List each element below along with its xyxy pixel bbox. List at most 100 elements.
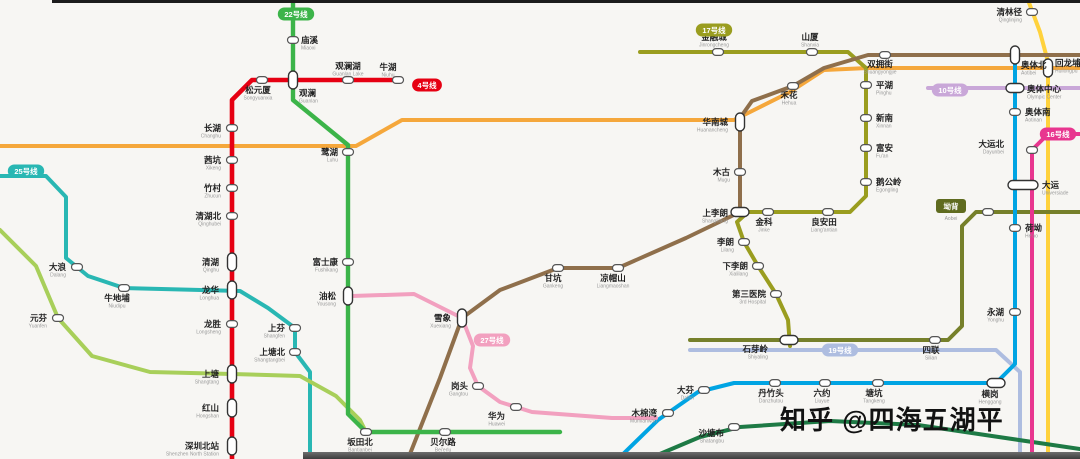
station-Huilongpu[interactable] — [1042, 58, 1054, 78]
station-Aotibei[interactable] — [1009, 45, 1021, 65]
station-Luhu[interactable] — [341, 148, 355, 157]
station-Songyuanxia[interactable] — [255, 75, 269, 84]
line-number-badge-line4 — [412, 78, 442, 92]
station-Yousong[interactable] — [342, 286, 354, 306]
line-number-badge-label: 25号线 — [14, 166, 38, 176]
station-Longsheng[interactable] — [225, 320, 239, 329]
station-Lilang[interactable] — [737, 238, 751, 247]
station-sublabel: Pinghu — [876, 90, 892, 96]
station-label: 上李朗 — [702, 208, 728, 218]
station-Gangtou[interactable] — [471, 382, 485, 391]
station-Yonghu[interactable] — [1008, 308, 1022, 317]
station-Dalang[interactable] — [70, 263, 84, 272]
station-sublabel: Hehua — [782, 100, 797, 106]
station-Niudipu[interactable] — [117, 284, 131, 293]
station-sublabel: Yonghu — [987, 317, 1004, 323]
station-Shenzhen North Station[interactable] — [226, 436, 238, 456]
station-Huanancheng[interactable] — [734, 112, 746, 132]
station-Changhu[interactable] — [225, 123, 239, 132]
station-Hehua[interactable] — [786, 81, 800, 90]
station-sublabel: Jinrongcheng — [699, 42, 729, 48]
station-Xuexiang[interactable] — [456, 308, 468, 328]
station-sublabel: Changhu — [201, 133, 222, 139]
station-label: 牛地埔 — [104, 293, 130, 303]
station-Aobei[interactable] — [981, 208, 995, 217]
station-Tangkeng[interactable] — [871, 379, 885, 388]
line-number-badge-label: 27号线 — [480, 335, 504, 345]
line-number-badge-line27 — [473, 333, 511, 347]
station-Hongshan[interactable] — [226, 398, 238, 418]
station-sublabel: Shatangbu — [700, 438, 724, 444]
station-Jinke[interactable] — [761, 208, 775, 217]
station-Shangfen[interactable] — [288, 324, 302, 333]
station-Liuyue[interactable] — [818, 379, 832, 388]
station-Qinghubei[interactable] — [225, 212, 239, 221]
station-Shiyaling[interactable] — [779, 334, 799, 346]
station-Fushikang[interactable] — [341, 258, 355, 267]
station-Henggang[interactable] — [986, 377, 1006, 389]
station-Shangtang[interactable] — [226, 364, 238, 384]
station-Miaoxi[interactable] — [286, 35, 300, 44]
station-He'ao[interactable] — [1008, 224, 1022, 233]
station-Mugu[interactable] — [733, 168, 747, 177]
station-Qinglinjing[interactable] — [1025, 8, 1039, 17]
station-Shuangyongjie[interactable] — [878, 50, 892, 59]
line-number-badge-line16 — [1039, 127, 1077, 141]
station-Dafen[interactable] — [697, 386, 711, 395]
station-label: 大运北 — [978, 139, 1004, 149]
station-Jinrongcheng[interactable] — [711, 47, 725, 56]
station-Liang'antian[interactable] — [821, 208, 835, 217]
station-label: 岗头 — [451, 381, 469, 391]
station-Huawei[interactable] — [509, 403, 523, 412]
station-3rd Hospital[interactable] — [769, 290, 783, 299]
station-label: 庙溪 — [301, 35, 319, 45]
station-Longhua[interactable] — [226, 280, 238, 300]
station-sublabel: Bei'erlu — [435, 447, 452, 453]
station-Niuhu[interactable] — [391, 75, 405, 84]
station-label: 红山 — [202, 403, 219, 413]
line-number-badge-label: 16号线 — [1046, 129, 1070, 139]
station-Bei'erlu[interactable] — [438, 428, 452, 437]
station-label: 丹竹头 — [758, 388, 784, 398]
station-Aotinan[interactable] — [1008, 107, 1022, 116]
station-label: 观澜 — [299, 88, 317, 98]
station-sublabel: Miaoxi — [301, 45, 315, 51]
station-sublabel: Universiade — [1042, 190, 1069, 196]
station-Shanxia[interactable] — [805, 47, 819, 56]
station-Zhucun[interactable] — [225, 184, 239, 193]
station-sublabel: Gankeng — [543, 283, 564, 289]
station-Gankeng[interactable] — [551, 264, 565, 273]
station-Xialilang[interactable] — [751, 262, 765, 271]
station-sublabel: Lilang — [721, 247, 735, 253]
station-Olympic Center[interactable] — [1005, 82, 1025, 94]
station-Xikeng[interactable] — [225, 156, 239, 165]
highlight-station-badge[interactable] — [936, 199, 966, 213]
station-Shanglilang[interactable] — [730, 206, 750, 218]
station-Silian[interactable] — [928, 336, 942, 345]
station-Guanlan Lake[interactable] — [341, 75, 355, 84]
station-Pinghu[interactable] — [859, 80, 873, 89]
station-sublabel: Luhu — [327, 157, 338, 163]
station-Bantianbei[interactable] — [359, 428, 373, 437]
station-Fu'an[interactable] — [859, 144, 873, 153]
station-Yuanfen[interactable] — [51, 314, 65, 323]
station-Shangtangbei[interactable] — [288, 348, 302, 357]
station-label: 清湖北 — [195, 211, 221, 221]
station-Qinghu[interactable] — [226, 252, 238, 272]
station-Shatangbu[interactable] — [727, 423, 741, 432]
station-Liangmaoshan[interactable] — [611, 264, 625, 273]
station-label: 山厦 — [801, 32, 819, 42]
line-number-badge-label: 4号线 — [417, 80, 437, 90]
station-label: 奥体北 — [1020, 60, 1047, 70]
station-Egongling[interactable] — [859, 178, 873, 187]
metro-line-dark-green — [646, 419, 1080, 459]
station-Dayunbei[interactable] — [1025, 146, 1039, 155]
station-Mumianwan[interactable] — [661, 409, 675, 418]
station-Xinnan[interactable] — [859, 113, 873, 122]
station-Danzhutou[interactable] — [768, 379, 782, 388]
station-sublabel: Huanancheng — [697, 127, 728, 133]
station-Universiade[interactable] — [1007, 179, 1039, 191]
station-Guanlan[interactable] — [287, 70, 299, 90]
station-label: 鹭湖 — [321, 147, 339, 157]
